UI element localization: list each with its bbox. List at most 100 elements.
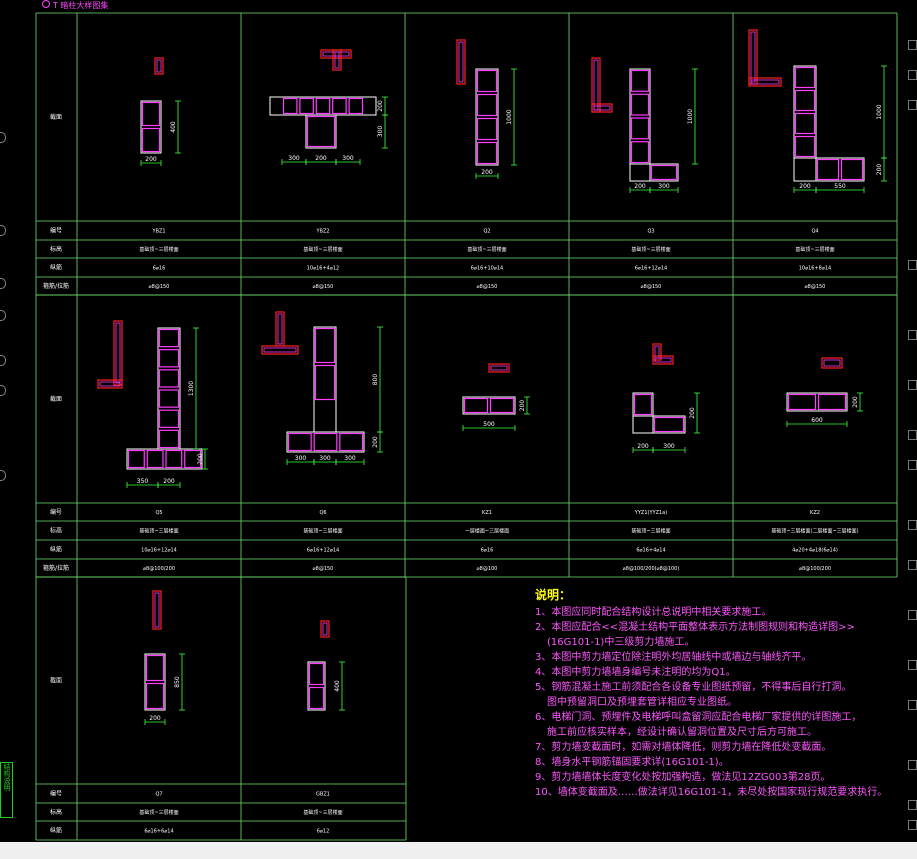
cell-id: KZ2 — [810, 510, 820, 516]
detail-inner — [322, 51, 350, 57]
right-toolbar — [906, 0, 917, 842]
detail-box — [591, 103, 613, 113]
toolbar-mark[interactable] — [908, 380, 917, 390]
detail-box — [97, 379, 123, 389]
toolbar-mark[interactable] — [908, 260, 917, 270]
side-tab[interactable]: 结构说明 — [0, 762, 13, 818]
row-label: 纵筋 — [50, 546, 62, 554]
dim-label: 800 — [372, 374, 379, 386]
toolbar-mark[interactable] — [908, 100, 917, 110]
toolbar-mark[interactable] — [908, 820, 917, 830]
note-line: 8、墙身水平钢筋锚固要求详(16G101-1)。 — [535, 757, 729, 768]
cell-id: Q6 — [319, 510, 326, 516]
cell-stirrup: ⌀8@150 — [313, 566, 334, 572]
note-line: 4、本图中剪力墙墙身编号未注明的均为Q1。 — [535, 667, 736, 678]
cell-rebar: 6⌀16+10⌀14 — [471, 266, 503, 272]
toolbar-mark[interactable] — [908, 430, 917, 440]
cell-id: Q2 — [483, 229, 490, 235]
stirrup-box — [145, 654, 165, 682]
cell-id: Q5 — [155, 510, 162, 516]
stirrup-box — [463, 397, 489, 414]
cell-elevation: 基础顶~三层楼面 — [139, 246, 178, 253]
cell-id: YBZ1 — [151, 229, 165, 235]
cell-rebar: 4⌀20+4⌀18(6⌀14) — [792, 548, 838, 554]
row-label-section: 截面 — [50, 113, 62, 121]
toolbar-mark[interactable] — [908, 610, 917, 620]
detail-box — [652, 343, 662, 361]
toolbar-mark[interactable] — [908, 800, 917, 810]
toolbar-mark[interactable] — [908, 760, 917, 770]
dim-label: 200 — [799, 183, 811, 190]
toolbar-mark[interactable] — [908, 330, 917, 340]
detail-inner — [750, 79, 780, 85]
detail-box — [488, 363, 510, 373]
toolbar-mark[interactable] — [908, 520, 917, 530]
stirrup-box — [794, 135, 816, 158]
dim-label: 300 — [377, 126, 384, 138]
dim-label: 400 — [170, 121, 177, 133]
detail-inner — [750, 31, 756, 83]
left-margin-mark — [0, 225, 6, 236]
cell-elevation: 基础顶~三层楼面 — [303, 809, 342, 816]
row-label: 纵筋 — [50, 827, 62, 835]
detail-box — [748, 77, 782, 87]
row-label: 编号 — [50, 790, 62, 798]
wall-outline — [793, 65, 817, 182]
cell-id: YYZ1(YYZ1a) — [634, 510, 667, 516]
note-line: 3、本图中剪力墙定位除注明外均居轴线中或墙边与轴线齐平。 — [535, 652, 812, 663]
detail-inner — [654, 357, 672, 363]
detail-box — [320, 620, 330, 638]
cell-rebar: 10⌀16+12⌀14 — [141, 548, 177, 554]
stirrup-box — [794, 66, 816, 89]
toolbar-mark[interactable] — [908, 40, 917, 50]
wall-outline — [269, 96, 377, 116]
cell-rebar: 6⌀16+12⌀14 — [307, 548, 339, 554]
wall-outline — [793, 157, 865, 182]
toolbar-mark[interactable] — [908, 660, 917, 670]
stirrup-box — [314, 327, 336, 364]
stirrup-box — [794, 89, 816, 112]
row-label: 编号 — [50, 508, 62, 516]
dim-label: 500 — [483, 421, 495, 428]
stirrup-box — [165, 449, 183, 469]
wall-outline — [140, 100, 162, 154]
cell-rebar: 6⌀16+12⌀14 — [635, 266, 667, 272]
dim-label: 200 — [876, 164, 883, 176]
toolbar-mark[interactable] — [908, 700, 917, 710]
detail-box — [332, 49, 342, 71]
toolbar-mark[interactable] — [908, 560, 917, 570]
stirrup-box — [308, 662, 325, 686]
stirrup-box — [158, 369, 180, 388]
wall-outline — [462, 396, 516, 415]
cell-elevation: 基础顶~三层楼面(二层楼面~三层楼面) — [771, 528, 858, 535]
detail-inner — [99, 381, 121, 387]
cell-id: GBZ1 — [316, 792, 330, 798]
dim-label: 300 — [288, 155, 300, 162]
stirrup-box — [314, 364, 336, 401]
toolbar-mark[interactable] — [908, 70, 917, 80]
dim-label: 200 — [197, 453, 204, 465]
stirrup-box — [653, 416, 685, 433]
dim-label: 200 — [377, 100, 384, 112]
note-line: 图中预留洞口及预埋套管详相应专业图纸。 — [547, 697, 737, 708]
wall-outline — [786, 392, 848, 412]
stirrup-box — [313, 432, 338, 452]
cell-elevation: 基础顶~三层楼面 — [139, 528, 178, 535]
stirrup-box — [299, 97, 314, 115]
note-line: 2、本图应配合<<混凝土结构平面整体表示方法制图规则和构造详图>> — [535, 622, 855, 633]
dim-label: 200 — [519, 400, 526, 412]
detail-inner — [490, 365, 508, 371]
note-line: 6、电梯门洞、预埋件及电梯呼叫盒留洞应配合电梯厂家提供的详图施工， — [535, 712, 862, 723]
cell-stirrup: ⌀8@100/200 — [799, 566, 831, 572]
wall-outline — [144, 653, 166, 711]
stirrup-box — [339, 432, 364, 452]
toolbar-mark[interactable] — [908, 460, 917, 470]
cell-elevation: 基础顶~三层楼面 — [631, 528, 670, 535]
stirrup-box — [650, 164, 678, 181]
row-label: 标高 — [50, 808, 62, 816]
stirrup-box — [141, 101, 161, 127]
stirrup-box — [282, 97, 298, 115]
row-label: 标高 — [50, 527, 62, 535]
cell-elevation: 基础顶~三层楼面 — [631, 246, 670, 253]
